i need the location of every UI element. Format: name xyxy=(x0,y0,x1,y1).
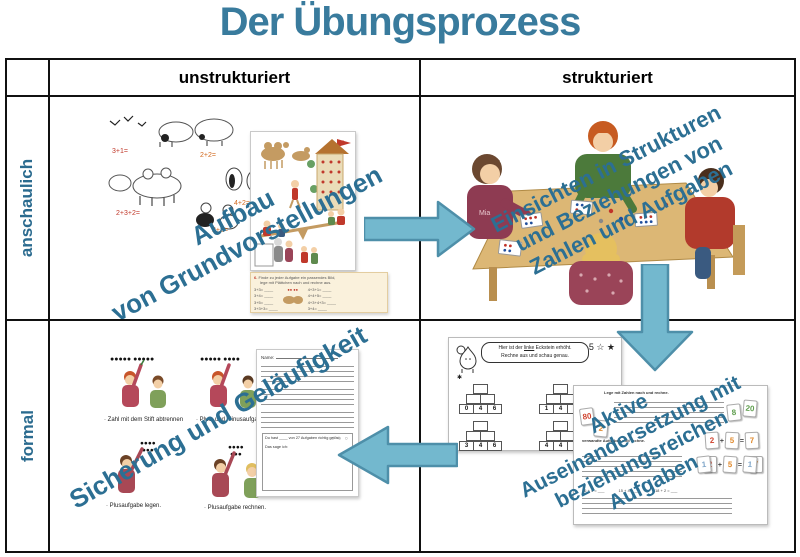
column-header-strukturiert: strukturiert xyxy=(421,60,794,97)
exercise-instruction-line1: Finde zu jeder Aufgabe ein passendes Bil… xyxy=(258,275,336,280)
column-header-unstrukturiert: unstrukturiert xyxy=(50,60,421,97)
cards-problem-rows2 xyxy=(582,456,682,480)
sum-penguins: 4+2= xyxy=(234,200,250,207)
dots-small-top: ●●●● xyxy=(140,440,156,447)
number-cards-worksheet: Lege mit Zahlen nach und rechne. 80 2 8 … xyxy=(573,385,768,525)
dots-small-bottom-2: ●●● xyxy=(230,451,242,458)
card-20: 20 xyxy=(742,399,758,418)
cards-problem-rows1 xyxy=(614,402,724,424)
dots-small-bottom: ●●● xyxy=(142,447,154,454)
practice-sheet: Name: Du hast ____ von 27 Aufgaben richt… xyxy=(256,349,359,497)
name-field-label: Name: xyxy=(261,354,354,360)
matrix-table: unstrukturiert strukturiert anschaulich … xyxy=(5,58,796,553)
smiley-circles: ○ ○ ○ xyxy=(330,436,349,442)
problem-rows-group2 xyxy=(261,389,354,406)
caption-3: · Plusaufgabe legen. xyxy=(106,503,161,509)
problem-rows-group3 xyxy=(261,412,354,429)
caption-1: · Zahl mit dem Stift abtrennen xyxy=(104,417,183,423)
cards-instruction-2: verwandte Aufgaben und rechne. xyxy=(582,438,645,443)
dots-small-top-2: ●●●● xyxy=(228,444,244,451)
exercise-col1: 3+3= ____3+4= ____ 3+5= ____3+3+3= ____ xyxy=(254,287,278,312)
cards-instruction-1: Lege mit Zahlen nach und rechne. xyxy=(604,390,669,395)
cards-sums-row: 16 + 4 = ___15 + 4 = ___18 + 2 = ___ xyxy=(582,488,678,493)
animal-sketch-illustration: 3+1= 2+2= 2+3+2= 4+2= 2+2= xyxy=(108,115,262,233)
cards-problem-rows3 xyxy=(582,498,732,516)
cell-anschaulich-unstrukturiert: 3+1= 2+2= 2+3+2= 4+2= 2+2= xyxy=(50,97,421,321)
card-80: 80 xyxy=(578,407,596,426)
say-text: Das sage ich: xyxy=(265,445,289,449)
arrow-left-icon xyxy=(337,425,458,485)
score-text: Du hast ____ von 27 Aufgaben richtig gel… xyxy=(265,436,341,440)
dots-row-2: ●●●●● ●●●● xyxy=(200,356,240,363)
dots-row-1: ●●●●● ●●●●● xyxy=(110,356,154,363)
asterisk-mark: ✱ xyxy=(457,375,463,381)
exercise-instruction-line2: lege mit Plättchen nach und rechne aus. xyxy=(260,280,332,285)
row-header-formal: formal xyxy=(7,321,50,551)
problem-rows-group1 xyxy=(261,366,354,383)
exercise-camel-art: ●● ●● xyxy=(282,287,304,313)
arrow-right-icon xyxy=(364,200,476,258)
cell-formal-unstrukturiert: ●●●●● ●●●●● · Zahl mit dem Stift abtrenn… xyxy=(50,321,421,551)
exercise-number: 6. xyxy=(254,275,258,280)
corner-cell xyxy=(7,60,50,97)
picture-book-art xyxy=(254,139,351,267)
row-header-anschaulich: anschaulich xyxy=(7,97,50,321)
card-2: 2 xyxy=(593,419,609,438)
exercise-strip-worksheet: 6. Finde zu jeder Aufgabe ein passendes … xyxy=(250,272,388,313)
exercise-col2: 4+3+1= ____4+4+5= ____ 4+3+4+3= ____3+4=… xyxy=(307,287,336,312)
sum-birds: 3+1= xyxy=(112,148,128,155)
arrow-down-icon xyxy=(616,264,694,372)
sum-rhinos: 2+2= xyxy=(200,152,216,159)
cell-anschaulich-strukturiert: Mia xyxy=(421,97,794,321)
sum-camels: 2+3+2= xyxy=(116,210,140,217)
worksheet-mascot-icon xyxy=(456,345,477,373)
children-table-illustration: Mia xyxy=(467,121,745,305)
dot-cards-scenes-illustration: ●●●●● ●●●●● · Zahl mit dem Stift abtrenn… xyxy=(104,356,266,511)
caption-2: · Plus- und Minusaufgabe xyxy=(196,417,265,423)
page-title: Der Übungsprozess xyxy=(219,0,582,44)
cell-formal-strukturiert: Hier ist der linke Eckstein erhöht. Rech… xyxy=(421,321,794,551)
sum-people: 2+2= xyxy=(212,227,228,233)
shirt-name-text: Mia xyxy=(479,210,490,217)
card-equation-2: 12+5=17 xyxy=(695,454,763,474)
difficulty-stars: 5 ☆ ★ xyxy=(588,342,615,352)
caption-4: · Plusaufgabe rechnen. xyxy=(204,505,266,511)
card-equation-1: 2+5=7 xyxy=(704,430,760,450)
card-8: 8 xyxy=(726,403,742,422)
picture-book-worksheet xyxy=(250,131,356,271)
pyramid-speech-bubble: Hier ist der linke Eckstein erhöht. Rech… xyxy=(481,342,589,363)
